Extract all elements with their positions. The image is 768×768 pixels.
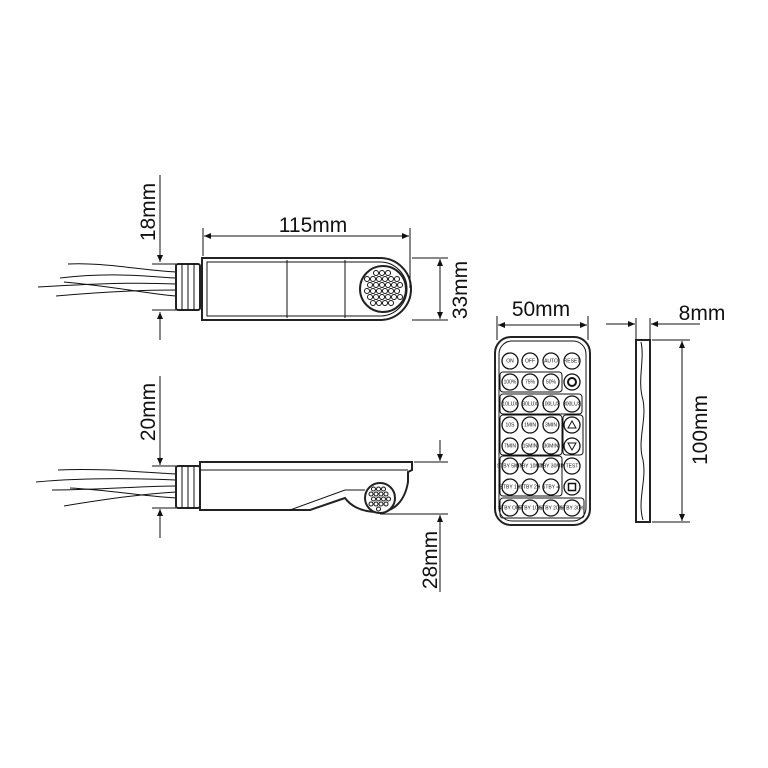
- remote-button-label: STBY 20%: [539, 505, 564, 511]
- remote-button-down-arrow[interactable]: [563, 437, 581, 455]
- dimension-8mm: 8mm: [606, 302, 725, 340]
- remote-button[interactable]: 3MIN: [542, 416, 560, 434]
- sensor-top-view: [37, 257, 412, 321]
- remote-button[interactable]: 10LUX: [501, 395, 519, 413]
- remote-button-label: 50%: [546, 379, 557, 385]
- remote-button-label: 30LUX: [522, 401, 538, 407]
- remote-button[interactable]: STBY 30%: [560, 499, 585, 517]
- remote-button-label: 75%: [525, 379, 536, 385]
- remote-button-up-arrow[interactable]: [563, 416, 581, 434]
- dimension-100mm: 100mm: [652, 339, 712, 523]
- remote-button[interactable]: STBY 1H: [500, 478, 521, 496]
- dimension-20mm: 20mm: [137, 376, 176, 538]
- remote-button[interactable]: 30LUX: [521, 395, 539, 413]
- remote-button-label: STBY 10MIN: [515, 463, 544, 469]
- remote-button-label: STBY OFF: [498, 505, 522, 511]
- remote-button[interactable]: 100%: [501, 373, 519, 391]
- dimension-label: 8mm: [679, 302, 726, 325]
- remote-button[interactable]: 15MIN: [521, 437, 539, 455]
- remote-button-label: RESET: [564, 358, 581, 364]
- remote-button[interactable]: STBY 10MIN: [515, 457, 545, 475]
- sensor-body: [201, 257, 412, 321]
- remote-button-label: 15MIN: [523, 443, 538, 449]
- dimension-28mm: 28mm: [380, 440, 448, 592]
- remote-button[interactable]: STBY ∞: [542, 478, 560, 496]
- remote-button-brightness[interactable]: [563, 373, 581, 391]
- dimension-label: 115mm: [279, 214, 347, 237]
- remote-button-label: OFF: [525, 358, 535, 364]
- remote-button[interactable]: 75%: [521, 373, 539, 391]
- remote-button[interactable]: 300LUX: [563, 395, 582, 413]
- remote-button-label: 100LUX: [542, 401, 561, 407]
- sensor-side-view: [35, 461, 413, 514]
- dimension-label: 28mm: [419, 531, 442, 589]
- brightness-icon: [567, 377, 577, 387]
- remote-button-label: STBY 30%: [560, 505, 585, 511]
- remote-button[interactable]: 1MIN: [521, 416, 539, 434]
- remote-button[interactable]: ON: [501, 352, 519, 370]
- remote-button[interactable]: 10S: [501, 416, 519, 434]
- dimension-label: 100mm: [689, 395, 712, 465]
- remote-button-label: STBY 10%: [518, 505, 543, 511]
- remote-button[interactable]: TEST: [563, 457, 581, 475]
- remote-button-label: ON: [506, 358, 514, 364]
- remote-button-label: 10S: [506, 422, 516, 428]
- remote-control-side: [635, 339, 651, 523]
- remote-button-label: STBY 1H: [500, 484, 521, 490]
- remote-button[interactable]: 100LUX: [542, 395, 561, 413]
- remote-button-scene[interactable]: [563, 478, 581, 496]
- remote-button-label: AUTO: [544, 358, 558, 364]
- remote-button-label: STBY 30MIN: [536, 463, 565, 469]
- remote-button[interactable]: STBY 5MIN: [497, 457, 524, 475]
- wires: [35, 468, 177, 507]
- wires: [37, 263, 177, 297]
- remote-button[interactable]: STBY OFF: [498, 499, 522, 517]
- remote-button-label: STBY 2H: [520, 484, 541, 490]
- remote-button[interactable]: 30MIN: [542, 437, 560, 455]
- remote-button-label: 10LUX: [502, 401, 518, 407]
- dimension-33mm: 33mm: [412, 257, 472, 321]
- remote-button-label: 7MIN: [504, 443, 516, 449]
- remote-button[interactable]: STBY 2H: [520, 478, 541, 496]
- remote-button-label: STBY ∞: [542, 484, 560, 490]
- remote-button[interactable]: 50%: [542, 373, 560, 391]
- dimension-115mm: 115mm: [202, 214, 411, 288]
- remote-button-label: TEST: [566, 463, 579, 469]
- remote-button[interactable]: RESET: [563, 352, 581, 370]
- remote-button-label: 100%: [504, 379, 517, 385]
- remote-button[interactable]: STBY 20%: [539, 499, 564, 517]
- remote-button[interactable]: 7MIN: [501, 437, 519, 455]
- dimension-label: 50mm: [512, 298, 570, 321]
- dimension-label: 20mm: [137, 383, 160, 441]
- remote-button-label: 1MIN: [524, 422, 536, 428]
- dimension-label: 33mm: [449, 261, 472, 319]
- remote-button-label: 30MIN: [544, 443, 559, 449]
- remote-button[interactable]: AUTO: [542, 352, 560, 370]
- dimension-label: 18mm: [137, 183, 160, 241]
- up-arrow-icon: [567, 419, 577, 429]
- remote-control-front: ON OFF AUTO RESET 100% 75% 50% 10LUX 30LUX 100LUX…: [494, 336, 591, 526]
- down-arrow-icon: [567, 442, 577, 452]
- remote-button-label: 300LUX: [563, 401, 582, 407]
- remote-button[interactable]: STBY 10%: [518, 499, 543, 517]
- scene-icon: [567, 482, 577, 492]
- remote-button[interactable]: OFF: [521, 352, 539, 370]
- dimension-50mm: 50mm: [496, 298, 589, 340]
- remote-button-label: STBY 5MIN: [497, 463, 524, 469]
- dimension-18mm: 18mm: [137, 175, 176, 340]
- remote-button[interactable]: STBY 30MIN: [536, 457, 566, 475]
- remote-button-label: 3MIN: [545, 422, 557, 428]
